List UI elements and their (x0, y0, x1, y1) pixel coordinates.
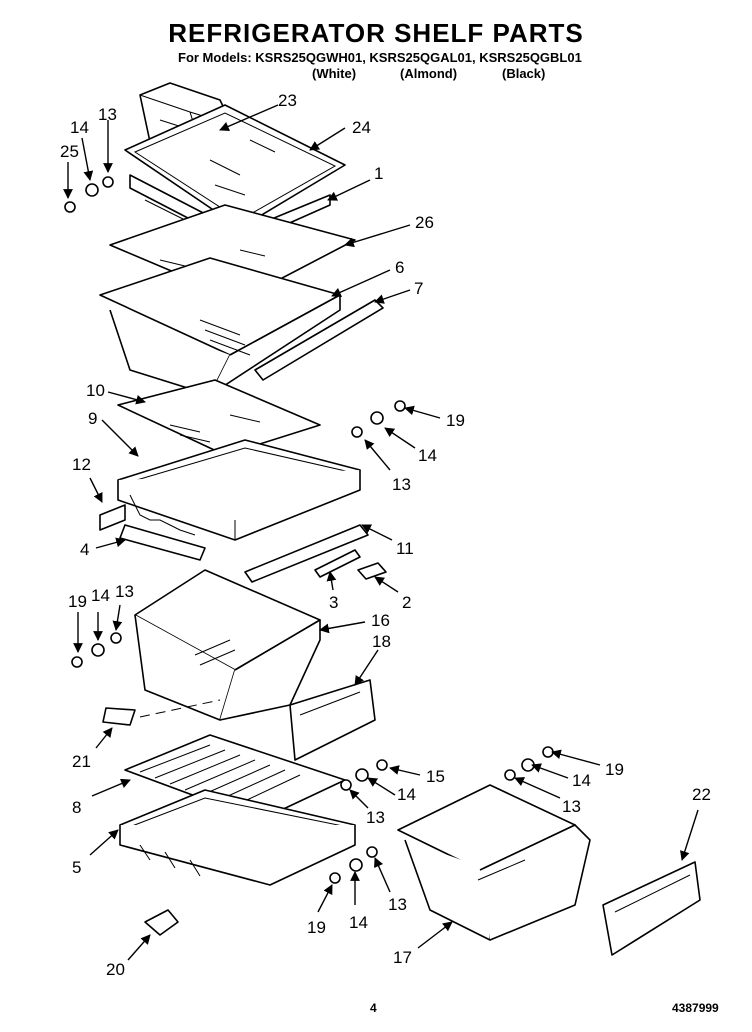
callout-17: 17 (393, 948, 412, 967)
hardware-lower-center (340, 759, 388, 791)
callout-14: 14 (572, 771, 591, 790)
color-almond: (Almond) (400, 66, 458, 81)
callout-13: 13 (366, 808, 385, 827)
callout-14: 14 (397, 785, 416, 804)
callout-14: 14 (418, 446, 437, 465)
callout-20: 20 (106, 960, 125, 979)
callout-19: 19 (446, 411, 465, 430)
callout-23: 23 (278, 91, 297, 110)
callout-2: 2 (402, 593, 411, 612)
callout-21: 21 (72, 752, 91, 771)
part-16-crisper-drawer (134, 569, 321, 721)
color-black: (Black) (502, 66, 546, 81)
part-20-clip (144, 909, 179, 936)
part-3-clip (314, 549, 361, 578)
callout-19: 19 (68, 592, 87, 611)
hardware-lower-right (504, 746, 554, 781)
callout-9: 9 (88, 409, 97, 428)
hardware-mid-left (71, 632, 122, 668)
callout-19: 19 (307, 918, 326, 937)
callout-11: 11 (396, 539, 414, 558)
callout-6: 6 (395, 258, 404, 277)
callout-4: 4 (80, 540, 89, 559)
page-number: 4 (370, 1001, 377, 1015)
callout-12: 12 (72, 455, 91, 474)
part-10-glass (117, 379, 321, 456)
part-5-lower-frame (119, 789, 356, 886)
leader-lines (63, 104, 699, 961)
callout-3: 3 (329, 593, 338, 612)
callout-22: 22 (692, 785, 711, 804)
callout-labels: 23 24 1 14 13 25 26 6 7 10 9 19 14 13 12… (60, 91, 711, 979)
callout-26: 26 (415, 213, 434, 232)
part-9-shelf-frame (117, 439, 361, 541)
callout-18: 18 (372, 632, 391, 651)
part-4-trim (119, 524, 206, 561)
page-title: REFRIGERATOR SHELF PARTS (168, 18, 584, 48)
callout-14: 14 (70, 118, 89, 137)
part-6-crisper-cover (99, 257, 341, 396)
part-11-rail (244, 524, 369, 583)
part-22-pan-front (602, 861, 701, 956)
callout-25: 25 (60, 142, 79, 161)
document-number: 4387999 (672, 1001, 719, 1015)
part-7-rail (254, 299, 384, 381)
hardware-mid-right (351, 400, 406, 438)
hardware-bottom (329, 846, 378, 884)
callout-16: 16 (371, 611, 390, 630)
hardware-upper-left (64, 176, 114, 213)
callout-8: 8 (72, 798, 81, 817)
part-12-bracket (99, 504, 126, 531)
callout-24: 24 (352, 118, 371, 137)
color-white: (White) (312, 66, 357, 81)
model-list: For Models: KSRS25QGWH01, KSRS25QGAL01, … (178, 50, 582, 65)
callout-10: 10 (86, 381, 105, 400)
part-17-pan-drawer (397, 784, 591, 941)
part-2-clip (357, 562, 387, 580)
callout-14: 14 (91, 586, 110, 605)
callout-13: 13 (562, 797, 581, 816)
callout-13: 13 (98, 105, 117, 124)
part-21-bracket (102, 707, 136, 726)
callout-14: 14 (349, 913, 368, 932)
callout-19: 19 (605, 760, 624, 779)
callout-5: 5 (72, 858, 81, 877)
callout-13: 13 (115, 582, 134, 601)
alignment-line (139, 699, 221, 718)
callout-1: 1 (374, 164, 383, 183)
callout-13: 13 (392, 475, 411, 494)
callout-13: 13 (388, 895, 407, 914)
callout-7: 7 (414, 279, 423, 298)
callout-15: 15 (426, 767, 445, 786)
part-18-drawer-front (289, 679, 376, 761)
